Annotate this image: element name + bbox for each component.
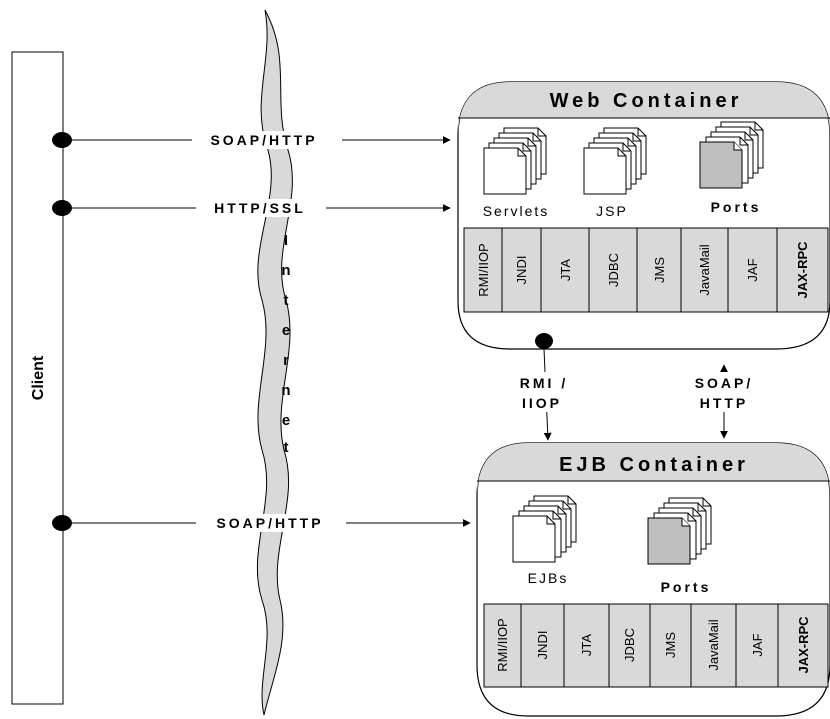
api-label: JDBC bbox=[622, 628, 637, 662]
api-label: JAF bbox=[750, 633, 765, 656]
ejb-api-bar: RMI/IIOP JNDI JTA JDBC JMS JavaMail JAF … bbox=[483, 603, 829, 688]
internet-letter: n bbox=[281, 382, 290, 399]
api-label: JTA bbox=[579, 634, 594, 656]
connector-client-ejb-soap: SOAP/HTTP bbox=[52, 514, 471, 532]
internet-letter: t bbox=[284, 439, 289, 456]
connector-label: HTTP/SSL bbox=[214, 200, 306, 216]
api-label: JDBC bbox=[606, 253, 621, 287]
api-label: JavaMail bbox=[697, 244, 712, 295]
api-label: RMI/IIOP bbox=[495, 618, 510, 671]
internet-letter: I bbox=[284, 232, 288, 249]
connector-label: RMI / bbox=[520, 375, 568, 391]
ejb-container: EJB Container EJBs Ports bbox=[476, 442, 830, 717]
client-box: Client bbox=[11, 51, 64, 705]
internet-letter: e bbox=[282, 322, 290, 339]
api-label: JAF bbox=[745, 258, 760, 281]
servlets-label: Servlets bbox=[483, 203, 550, 219]
connector-label: HTTP bbox=[700, 395, 749, 411]
api-label: JAX-RPC bbox=[796, 616, 811, 674]
ejb-container-title: EJB Container bbox=[559, 454, 749, 476]
connector-label: IIOP bbox=[522, 395, 562, 411]
api-label: JNDI bbox=[535, 631, 550, 660]
internet-letter: n bbox=[281, 262, 290, 279]
api-label: JTA bbox=[558, 259, 573, 281]
api-label: RMI/IIOP bbox=[476, 243, 491, 296]
connector-label: SOAP/HTTP bbox=[216, 515, 323, 531]
api-label: JMS bbox=[663, 632, 678, 658]
api-label: JAX-RPC bbox=[795, 241, 810, 299]
connector-web-ejb-rmi: RMI / IIOP bbox=[503, 333, 583, 441]
api-label: JNDI bbox=[514, 256, 529, 285]
ports-label: Ports bbox=[711, 199, 762, 215]
jsp-label: JSP bbox=[596, 203, 628, 219]
connector-label: SOAP/HTTP bbox=[210, 132, 317, 148]
web-container: Web Container Servlets JSP Ports bbox=[457, 81, 830, 350]
api-label: JMS bbox=[652, 257, 667, 283]
ports-label: Ports bbox=[661, 579, 712, 595]
connector-client-web-soap: SOAP/HTTP bbox=[52, 131, 451, 149]
api-label: JavaMail bbox=[706, 619, 721, 670]
internet-letter: e bbox=[282, 412, 290, 429]
internet-letter: t bbox=[284, 292, 289, 309]
connector-web-ejb-soap: SOAP/ HTTP bbox=[678, 364, 768, 439]
internet-letter: r bbox=[283, 352, 289, 369]
client-label: Client bbox=[30, 355, 47, 400]
ejbs-label: EJBs bbox=[528, 570, 569, 586]
web-container-title: Web Container bbox=[550, 90, 743, 112]
web-api-bar: RMI/IIOP JNDI JTA JDBC JMS JavaMail JAF … bbox=[463, 227, 829, 313]
connector-label: SOAP/ bbox=[695, 375, 754, 391]
internet-cloud: I n t e r n e t bbox=[256, 9, 293, 716]
connector-client-web-ssl: HTTP/SSL bbox=[52, 199, 451, 217]
